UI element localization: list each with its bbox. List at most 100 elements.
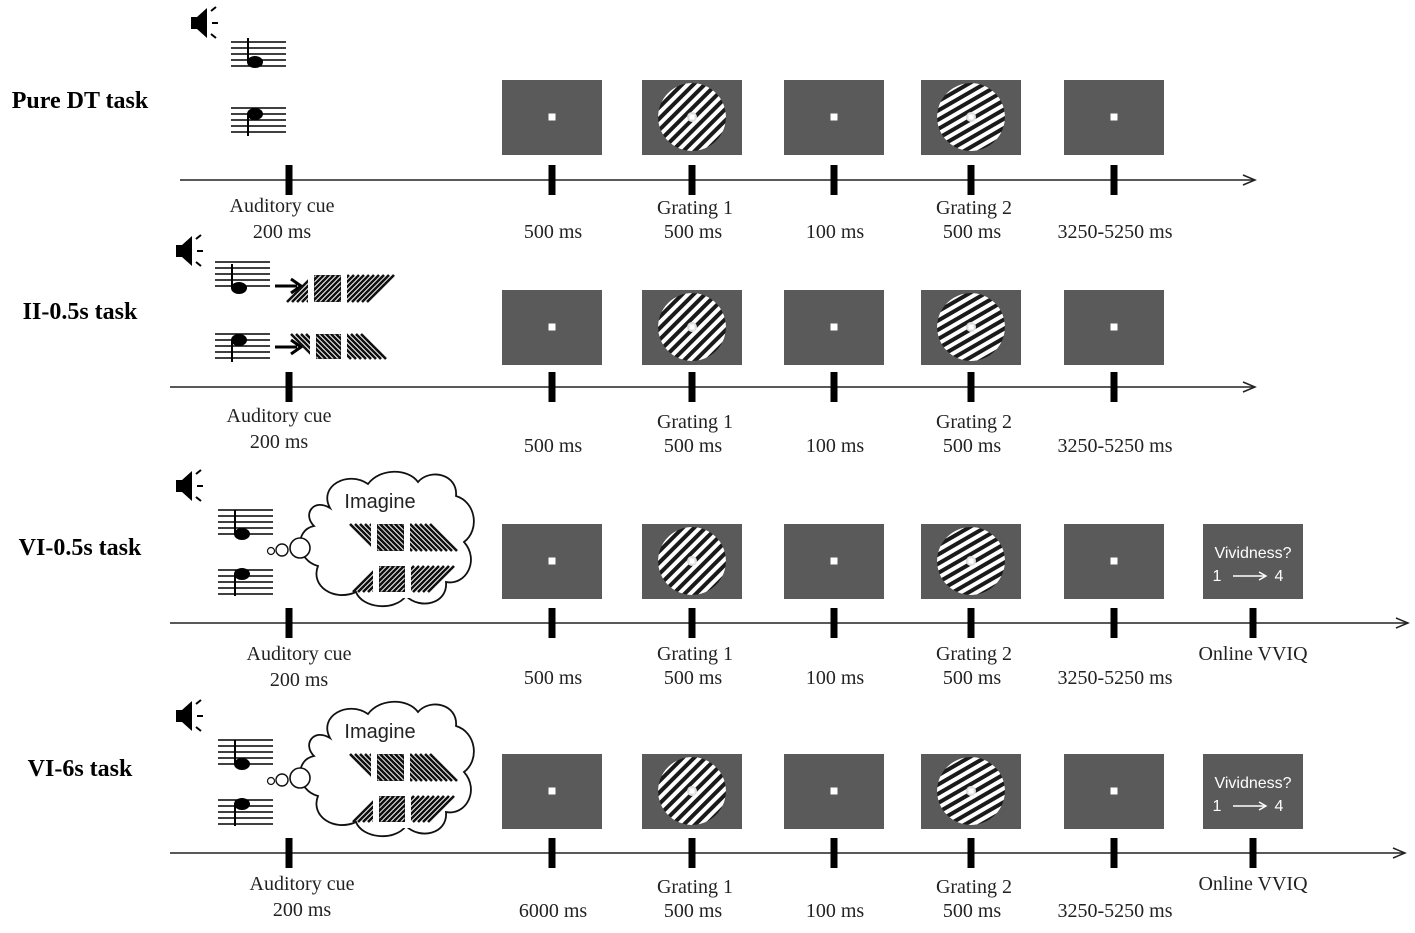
event-tick: [1110, 838, 1118, 868]
cue-label: Auditory cue: [227, 405, 332, 427]
grating-stripe: [937, 527, 1000, 571]
grating-icon: [290, 328, 387, 365]
grating-stripe: [311, 274, 340, 303]
grating-mask: [371, 518, 410, 557]
grating-mask: [373, 790, 411, 828]
grating-stripe: [658, 293, 701, 336]
event-label: Grating 1: [657, 876, 733, 898]
grating-stripe: [377, 795, 405, 823]
event-tick: [548, 838, 556, 868]
thought-bubble: [289, 767, 311, 789]
arrow-right-icon: [275, 338, 304, 356]
grating-stripe: [940, 777, 1005, 822]
grating-stripe: [316, 274, 345, 303]
fixation-point: [548, 787, 556, 795]
vviq-label: Online VVIQ: [1198, 643, 1308, 665]
grating-icon: [352, 790, 455, 828]
grating-stripe: [409, 523, 438, 552]
grating-stripe: [346, 274, 375, 303]
grating-stripe: [417, 565, 445, 593]
event-duration: 500 ms: [943, 667, 1002, 689]
event-tick: [967, 608, 975, 638]
grating-stripe: [658, 83, 707, 132]
timeline-arrowhead: [1242, 174, 1257, 186]
arrow-head: [290, 277, 304, 295]
grating-stripe: [937, 757, 996, 794]
grating-stripe: [409, 753, 438, 782]
grating-stripe: [379, 753, 408, 782]
fixation-point: [548, 113, 556, 121]
task-label: Pure DT task: [12, 88, 149, 114]
event-tick: [285, 838, 293, 868]
fixation-point: [968, 324, 974, 330]
grating-stripe: [658, 293, 718, 353]
event-tick: [548, 165, 556, 195]
event-tick: [285, 608, 293, 638]
grating-stripe: [382, 565, 410, 593]
event-duration: 100 ms: [806, 667, 865, 689]
grating-stripe: [952, 334, 1005, 361]
grating-stripe: [335, 333, 362, 360]
event-duration: 500 ms: [664, 435, 723, 457]
grating-stripe: [658, 757, 718, 817]
grating-stripe: [675, 100, 726, 151]
task-label: VI-6s task: [28, 756, 133, 782]
event-label: Grating 1: [657, 197, 733, 219]
grating-stripe: [686, 321, 726, 361]
grating-stripe: [354, 523, 383, 552]
event-duration: 500 ms: [664, 667, 723, 689]
event-tick: [1249, 608, 1257, 638]
fixation-point: [830, 113, 838, 121]
event-duration: 500 ms: [524, 667, 583, 689]
event-tick: [688, 165, 696, 195]
fixation-point: [968, 788, 974, 794]
speaker-waves: [210, 6, 218, 39]
vividness-screen: [1203, 754, 1303, 829]
event-tick: [285, 372, 293, 402]
event-duration: 500 ms: [943, 221, 1002, 243]
grating-stripe: [680, 105, 726, 151]
grating-stripe: [937, 534, 1004, 578]
event-label: Grating 2: [936, 876, 1012, 898]
speaker-icon: [176, 469, 203, 502]
event-duration: 500 ms: [664, 221, 723, 243]
grating-stripe: [675, 544, 726, 595]
grating-mask: [310, 328, 347, 365]
fixation-point: [689, 788, 695, 794]
speaker-body: [191, 8, 207, 38]
grating-stripe: [427, 565, 455, 593]
grating-stripe: [291, 274, 320, 303]
grating-stripe: [429, 753, 458, 782]
cue-label: Auditory cue: [247, 643, 352, 665]
grating-mask: [373, 560, 411, 598]
speaker-body: [176, 471, 192, 501]
fixation-point: [830, 323, 838, 331]
note-head: [247, 56, 263, 68]
grating-stripe: [422, 795, 450, 823]
event-tick: [830, 838, 838, 868]
grating-stripe: [680, 779, 726, 825]
grating-stripe: [412, 795, 440, 823]
grating-stripe: [345, 333, 372, 360]
grating-stripe: [424, 523, 453, 552]
event-duration: 3250-5250 ms: [1058, 900, 1173, 922]
grating-stripe: [360, 333, 387, 360]
vviq-label: Online VVIQ: [1198, 873, 1308, 895]
grating-stripe: [357, 565, 385, 593]
fixation-point: [689, 324, 695, 330]
note-head: [234, 568, 250, 580]
vividness-scale-max: 4: [1275, 798, 1284, 815]
note-head: [231, 282, 247, 294]
event-label: Grating 2: [936, 643, 1012, 665]
music-note-low-icon: [218, 798, 273, 826]
grating-stripe: [407, 565, 435, 593]
grating-stripe: [429, 523, 458, 552]
event-duration: 100 ms: [806, 221, 865, 243]
grating-stripe: [658, 757, 712, 811]
grating-stripe: [427, 795, 455, 823]
grating-stripe: [357, 795, 385, 823]
grating-stripe: [658, 757, 701, 800]
note-head: [234, 798, 250, 810]
